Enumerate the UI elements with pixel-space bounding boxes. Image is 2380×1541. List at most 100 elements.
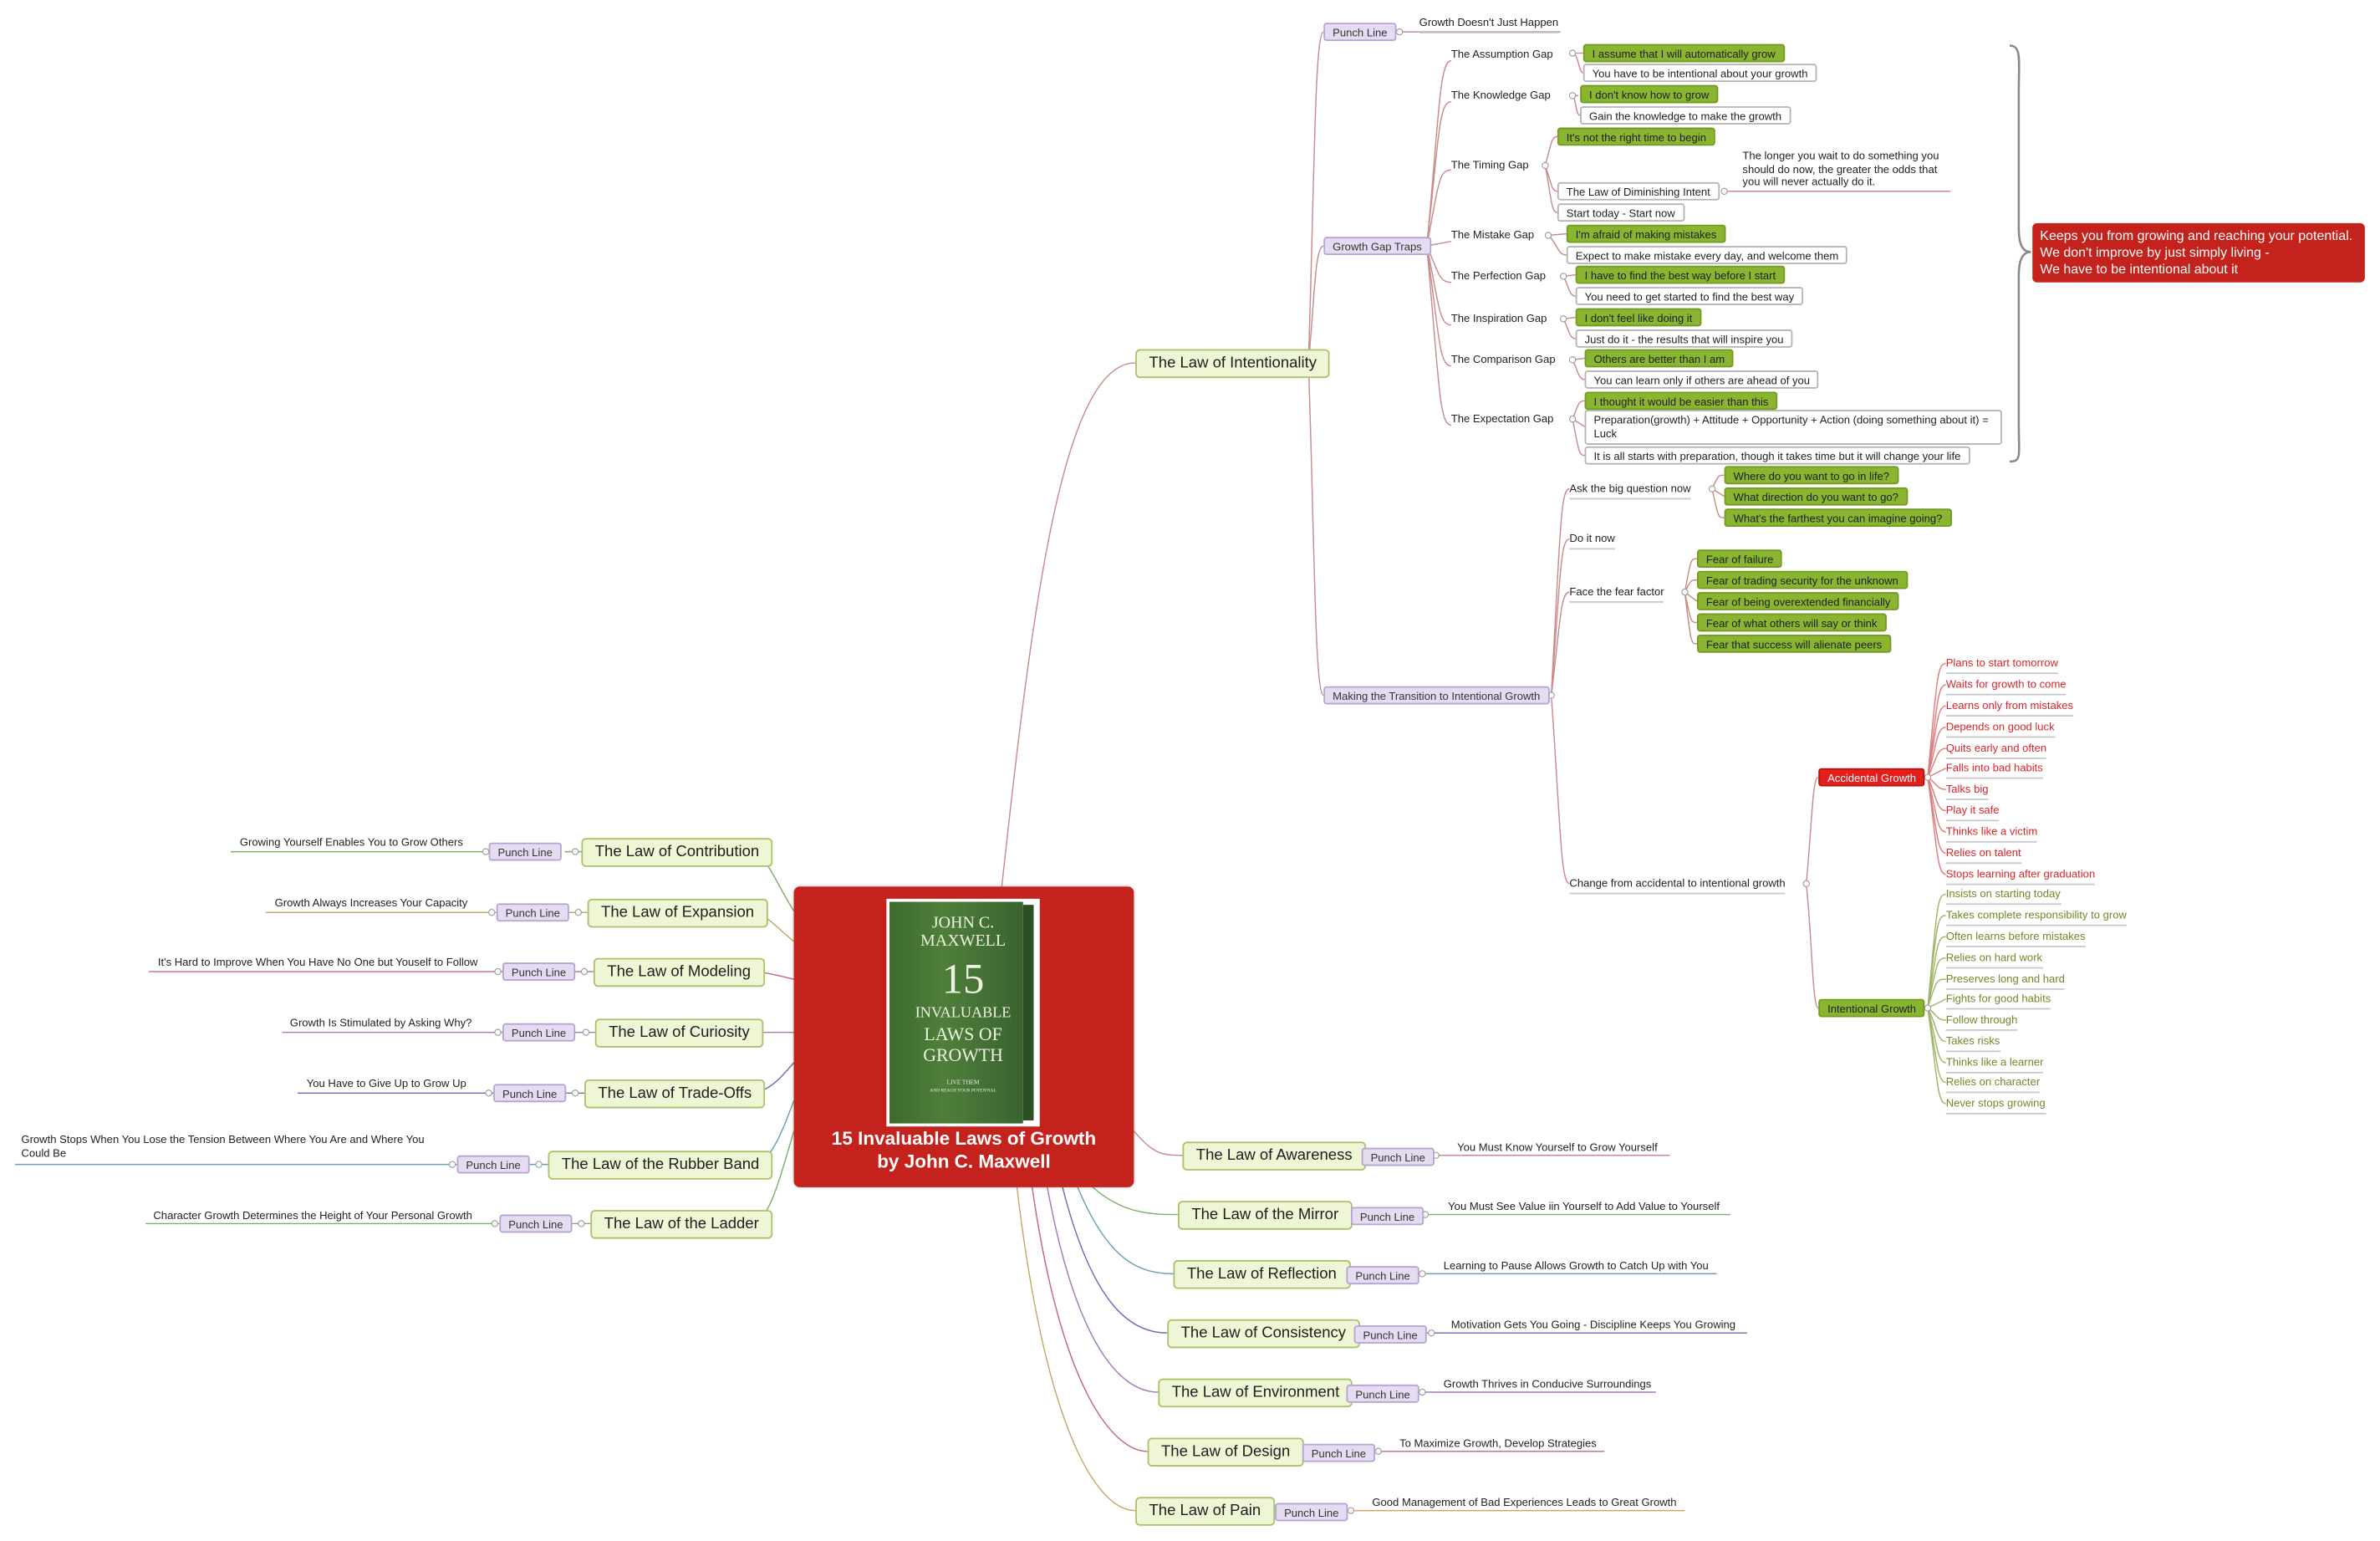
punch-line-tag[interactable]: Punch Line <box>499 1214 573 1233</box>
accidental-item[interactable]: Learns only from mistakes <box>1945 697 2074 717</box>
intentional-growth[interactable]: Intentional Growth <box>1818 998 1925 1018</box>
topic-law-of-intentionality[interactable]: The Law of Intentionality <box>1135 349 1331 379</box>
intentional-item[interactable]: Relies on hard work <box>1945 949 2043 969</box>
punch-line-text[interactable]: Growth Always Increases Your Capacity <box>274 896 468 910</box>
gap-item[interactable]: You can learn only if others are ahead o… <box>1584 370 1819 389</box>
topic-law-of-contribution[interactable]: The Law of Contribution <box>581 838 773 867</box>
punch-line-tag[interactable]: Punch Line <box>496 903 569 922</box>
punch-line-tag[interactable]: Punch Line <box>1302 1443 1375 1462</box>
punch-line-text[interactable]: Motivation Gets You Going - Discipline K… <box>1450 1318 1736 1332</box>
ask-item[interactable]: Where do you want to go in life? <box>1724 466 1898 485</box>
topic-law-of-consistency[interactable]: The Law of Consistency <box>1167 1319 1360 1349</box>
gap-perfection[interactable]: The Perfection Gap <box>1450 268 1546 283</box>
gap-expectation[interactable]: The Expectation Gap <box>1450 411 1554 426</box>
topic-law-of-trade-offs[interactable]: The Law of Trade-Offs <box>584 1079 766 1109</box>
ask-big-question[interactable]: Ask the big question now <box>1569 480 1691 500</box>
intentional-item[interactable]: Thinks like a learner <box>1945 1054 2044 1074</box>
gap-item[interactable]: It's not the right time to begin <box>1557 127 1715 146</box>
fear-item[interactable]: Fear of trading security for the unknown <box>1696 570 1908 589</box>
punch-line-tag[interactable]: Punch Line <box>502 1023 576 1042</box>
topic-law-of-curiosity[interactable]: The Law of Curiosity <box>594 1018 764 1048</box>
fear-item[interactable]: Fear of failure <box>1696 549 1783 569</box>
punch-line-text[interactable]: You Have to Give Up to Grow Up <box>306 1076 466 1090</box>
punch-line-tag[interactable]: Punch Line <box>1323 23 1397 42</box>
punch-line-text[interactable]: Growing Yourself Enables You to Grow Oth… <box>239 834 463 849</box>
topic-law-of-environment[interactable]: The Law of Environment <box>1158 1378 1353 1408</box>
punch-line-text[interactable]: Good Management of Bad Experiences Leads… <box>1372 1495 1677 1509</box>
callout-note[interactable]: Keeps you from growing and reaching your… <box>2032 222 2365 283</box>
punch-line-text[interactable]: You Must See Value iin Yourself to Add V… <box>1448 1199 1720 1213</box>
gap-item[interactable]: Expect to make mistake every day, and we… <box>1566 246 1848 264</box>
central-topic[interactable]: JOHN C. MAXWELL 15 INVALUABLE LAWS OF GR… <box>793 886 1134 1187</box>
topic-law-of-pain[interactable]: The Law of Pain <box>1135 1497 1275 1526</box>
topic-law-of-ladder[interactable]: The Law of the Ladder <box>590 1210 773 1239</box>
intentional-item[interactable]: Never stops growing <box>1945 1095 2046 1115</box>
gap-item[interactable]: I don't know how to grow <box>1580 84 1719 104</box>
gap-item[interactable]: I don't feel like doing it <box>1575 308 1702 327</box>
intentional-item[interactable]: Preserves long and hard <box>1945 970 2065 990</box>
face-fear-factor[interactable]: Face the fear factor <box>1569 583 1664 603</box>
intentional-item[interactable]: Insists on starting today <box>1945 885 2061 906</box>
change-accidental-intentional[interactable]: Change from accidental to intentional gr… <box>1569 875 1786 895</box>
punch-line-text[interactable]: Learning to Pause Allows Growth to Catch… <box>1443 1258 1709 1273</box>
accidental-growth[interactable]: Accidental Growth <box>1818 768 1925 787</box>
punch-line-tag[interactable]: Punch Line <box>1353 1325 1427 1344</box>
accidental-item[interactable]: Waits for growth to come <box>1945 676 2067 696</box>
intentional-item[interactable]: Takes risks <box>1945 1033 2000 1053</box>
punch-line-text[interactable]: Growth Thrives in Conducive Surroundings <box>1443 1376 1652 1391</box>
punch-line-text[interactable]: Growth Is Stimulated by Asking Why? <box>289 1015 472 1030</box>
gap-comparison[interactable]: The Comparison Gap <box>1450 352 1556 366</box>
topic-law-of-rubber-band[interactable]: The Law of the Rubber Band <box>548 1151 773 1180</box>
gap-item[interactable]: Gain the knowledge to make the growth <box>1580 106 1791 125</box>
punch-line-tag[interactable]: Punch Line <box>502 962 576 981</box>
punch-line-text[interactable]: You Must Know Yourself to Grow Yourself <box>1457 1140 1658 1154</box>
gap-item[interactable]: Just do it - the results that will inspi… <box>1575 329 1793 348</box>
gap-knowledge[interactable]: The Knowledge Gap <box>1450 88 1551 102</box>
punch-line-text[interactable]: Growth Doesn't Just Happen <box>1419 13 1559 33</box>
punch-line-text[interactable]: It's Hard to Improve When You Have No On… <box>157 955 478 969</box>
accidental-item[interactable]: Play it safe <box>1945 802 2000 822</box>
gap-item[interactable]: Start today - Start now <box>1557 203 1684 222</box>
accidental-item[interactable]: Falls into bad habits <box>1945 759 2043 779</box>
accidental-item[interactable]: Relies on talent <box>1945 844 2021 865</box>
accidental-item[interactable]: Plans to start tomorrow <box>1945 655 2058 675</box>
punch-line-text[interactable]: Growth Stops When You Lose the Tension B… <box>21 1132 425 1160</box>
punch-line-tag[interactable]: Punch Line <box>1346 1384 1419 1403</box>
intentional-item[interactable]: Often learns before mistakes <box>1945 927 2086 947</box>
ask-item[interactable]: What direction do you want to go? <box>1724 487 1908 506</box>
accidental-item[interactable]: Talks big <box>1945 780 1989 800</box>
gap-timing[interactable]: The Timing Gap <box>1450 157 1529 172</box>
making-transition[interactable]: Making the Transition to Intentional Gro… <box>1323 686 1550 705</box>
intentional-item[interactable]: Takes complete responsibility to grow <box>1945 906 2127 926</box>
growth-gap-traps[interactable]: Growth Gap Traps <box>1323 237 1431 256</box>
accidental-item[interactable]: Depends on good luck <box>1945 718 2055 738</box>
punch-line-tag[interactable]: Punch Line <box>1346 1266 1419 1285</box>
punch-line-tag[interactable]: Punch Line <box>456 1155 530 1174</box>
gap-item[interactable]: You need to get started to find the best… <box>1575 287 1804 305</box>
punch-line-text[interactable]: To Maximize Growth, Develop Strategies <box>1399 1436 1597 1450</box>
do-it-now[interactable]: Do it now <box>1569 530 1615 550</box>
punch-line-text[interactable]: Character Growth Determines the Height o… <box>153 1208 472 1222</box>
gap-item[interactable]: Others are better than I am <box>1584 349 1735 368</box>
topic-law-of-mirror[interactable]: The Law of the Mirror <box>1177 1201 1353 1230</box>
punch-line-tag[interactable]: Punch Line <box>1350 1207 1424 1226</box>
punch-line-tag[interactable]: Punch Line <box>488 842 562 861</box>
intentional-item[interactable]: Fights for good habits <box>1945 990 2051 1010</box>
topic-law-of-expansion[interactable]: The Law of Expansion <box>587 898 768 928</box>
gap-item[interactable]: Preparation(growth) + Attitude + Opportu… <box>1584 410 2002 446</box>
accidental-item[interactable]: Stops learning after graduation <box>1945 865 2096 885</box>
punch-line-tag[interactable]: Punch Line <box>1361 1147 1435 1166</box>
gap-assumption[interactable]: The Assumption Gap <box>1450 47 1553 61</box>
gap-item[interactable]: I have to find the best way before I sta… <box>1575 265 1786 284</box>
accidental-item[interactable]: Thinks like a victim <box>1945 823 2038 843</box>
ask-item[interactable]: What's the farthest you can imagine goin… <box>1724 508 1952 528</box>
gap-item[interactable]: I assume that I will automatically grow <box>1582 43 1785 63</box>
topic-law-of-design[interactable]: The Law of Design <box>1147 1437 1304 1467</box>
fear-item[interactable]: Fear of being overextended financially <box>1696 592 1900 610</box>
intentional-item[interactable]: Follow through <box>1945 1011 2018 1031</box>
punch-line-tag[interactable]: Punch Line <box>493 1084 567 1103</box>
gap-mistake[interactable]: The Mistake Gap <box>1450 227 1535 242</box>
topic-law-of-awareness[interactable]: The Law of Awareness <box>1182 1141 1366 1171</box>
gap-item[interactable]: The Law of Diminishing Intent <box>1557 181 1720 201</box>
gap-item[interactable]: It is all starts with preparation, thoug… <box>1584 446 1970 465</box>
